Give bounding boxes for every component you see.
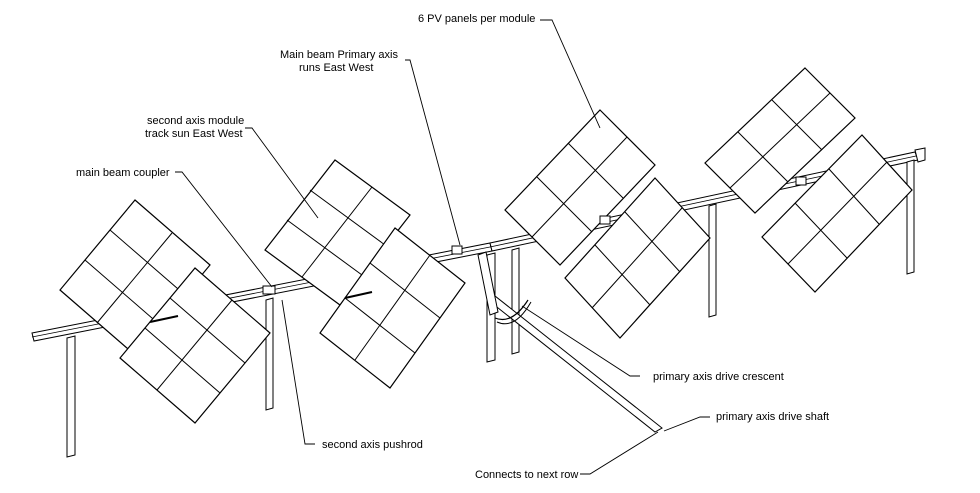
support-posts — [66, 159, 915, 458]
pv-module-8 — [761, 134, 913, 293]
pv-module-6 — [564, 177, 711, 339]
labels: 6 PV panels per module Main beam Primary… — [76, 13, 829, 481]
post-5 — [708, 203, 717, 318]
post-6 — [906, 159, 915, 275]
leader-second-axis — [245, 127, 319, 219]
leader-lines — [175, 19, 710, 475]
label-coupler: main beam coupler — [76, 167, 170, 179]
leader-drive-shaft — [663, 416, 710, 432]
leader-pushrod — [281, 299, 315, 445]
pv-module-5 — [504, 109, 656, 266]
leader-next-row — [580, 431, 659, 475]
leader-coupler — [175, 171, 273, 288]
leader-main-beam — [405, 59, 461, 246]
label-next-row: Connects to next row — [475, 469, 578, 481]
label-pv-panels: 6 PV panels per module — [418, 13, 535, 25]
pv-module-2 — [119, 267, 271, 424]
pv-module-7 — [704, 67, 856, 214]
label-main-beam-line2: runs East West — [299, 62, 373, 74]
label-second-axis-line1: second axis module — [147, 115, 244, 127]
label-pushrod: second axis pushrod — [322, 439, 423, 451]
drive-shaft-assembly — [477, 251, 663, 433]
beam-details — [149, 176, 807, 323]
post-4 — [511, 247, 520, 355]
leader-pv-panels — [540, 19, 601, 129]
label-drive-shaft: primary axis drive shaft — [716, 411, 829, 423]
label-second-axis-line2: track sun East West — [145, 128, 243, 140]
label-drive-crescent: primary axis drive crescent — [653, 371, 784, 383]
label-main-beam-line1: Main beam Primary axis — [280, 49, 398, 61]
post-1 — [66, 335, 76, 458]
post-2 — [265, 297, 274, 411]
leader-crescent — [521, 305, 640, 377]
